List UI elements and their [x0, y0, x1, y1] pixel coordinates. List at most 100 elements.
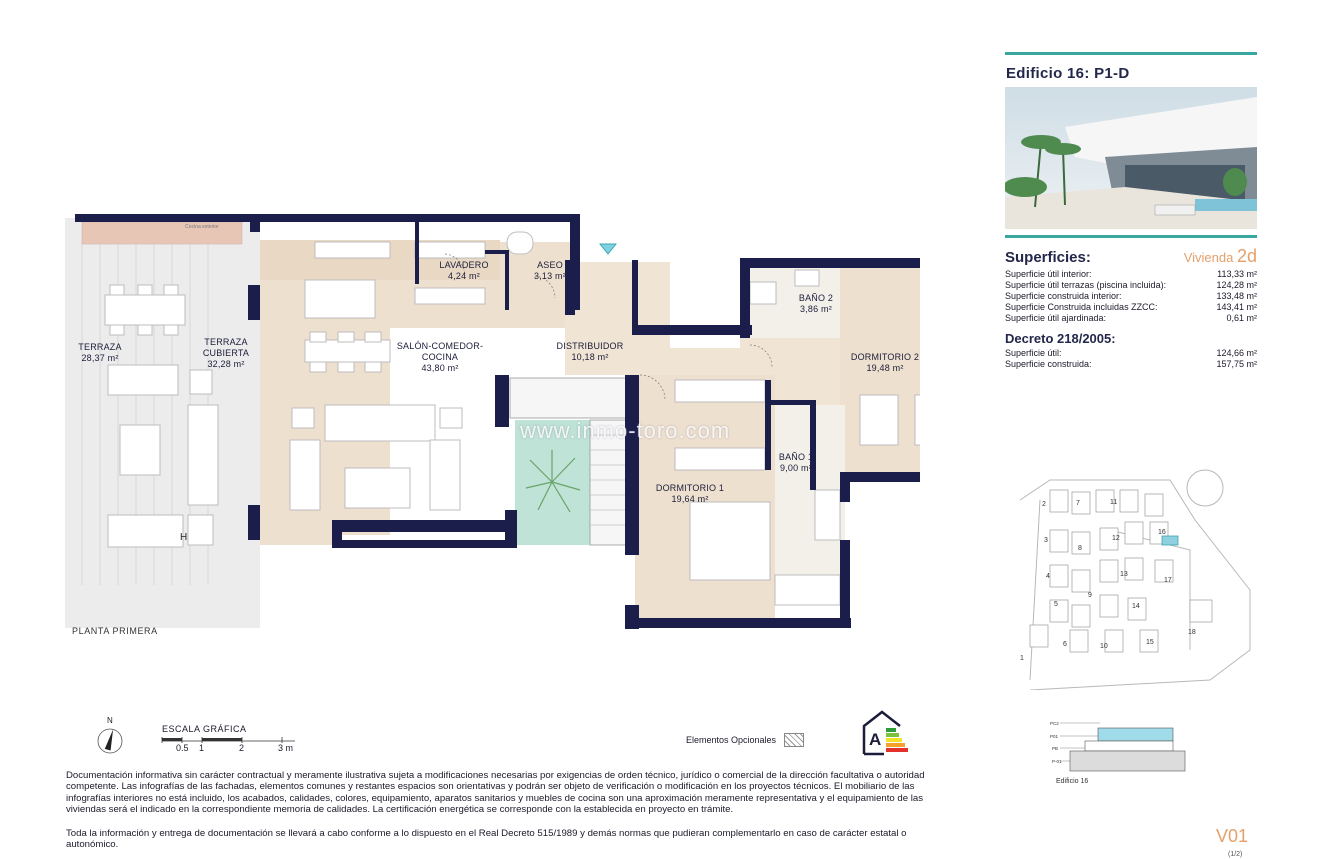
surface-label: Superficie Construida incluidas ZZCC:	[1005, 302, 1158, 312]
floor-plan: TERRAZA 28,37 m² TERRAZA CUBIERTA 32,28 …	[60, 210, 972, 640]
surface-value: 133,48 m²	[1216, 291, 1257, 301]
room-name: LAVADERO	[439, 260, 489, 270]
surface-row: Superficie útil interior:113,33 m²	[1005, 269, 1257, 280]
decreto-label: Superficie útil:	[1005, 348, 1062, 358]
room-name: DISTRIBUIDOR	[556, 341, 624, 351]
decreto-value: 157,75 m²	[1216, 359, 1257, 369]
lot-6: 6	[1063, 641, 1067, 648]
surface-label: Superficie útil ajardinada:	[1005, 313, 1107, 323]
superficies-title: Superficies:	[1005, 249, 1091, 266]
scale-tick: 3 m	[278, 743, 294, 753]
room-name: SALÓN-COMEDOR-COCINA	[396, 341, 484, 362]
disclaimer-paragraph: Documentación informativa sin carácter c…	[66, 770, 925, 816]
room-area: 10,18 m²	[571, 352, 609, 362]
disclaimer-paragraph: Toda la información y entrega de documen…	[66, 827, 907, 851]
lot-11: 11	[1110, 499, 1117, 506]
room-bano2: BAÑO 2 3,86 m²	[786, 293, 846, 315]
room-name: TERRAZA CUBIERTA	[202, 337, 250, 358]
optional-label: Elementos Opcionales	[686, 735, 777, 745]
room-aseo: ASEO 3,13 m²	[520, 260, 580, 282]
lot-18: 18	[1188, 629, 1196, 636]
room-area: 3,13 m²	[534, 271, 566, 281]
surface-row: Superficie útil terrazas (piscina inclui…	[1005, 280, 1257, 291]
hatch-swatch	[784, 733, 805, 747]
vivienda-code: 2d	[1236, 246, 1257, 266]
energy-letter: A	[869, 730, 882, 749]
surface-value: 113,33 m²	[1217, 269, 1257, 279]
site-plan: 1 2 3 4 5 6 7 8 9 10 11 12 13 14 15 16 1…	[1010, 460, 1260, 691]
scale-tick: 0.5	[176, 743, 189, 753]
room-area: 19,64 m²	[671, 494, 709, 504]
room-distribuidor: DISTRIBUIDOR 10,18 m²	[550, 341, 630, 363]
room-salon: SALÓN-COMEDOR-COCINA 43,80 m²	[390, 341, 490, 374]
surface-row: Superficie construida interior: 133,48 m²	[1005, 291, 1257, 302]
lot-4: 4	[1046, 573, 1050, 580]
room-name: DORMITORIO 1	[655, 483, 725, 493]
room-area: 19,48 m²	[866, 363, 904, 373]
terraza-area	[65, 218, 260, 628]
page-number: (1/2)	[1228, 851, 1243, 858]
building-section: PC2 P01 PB P-01	[1040, 720, 1190, 790]
room-area: 3,86 m²	[800, 304, 832, 314]
room-dormitorio1: DORMITORIO 1 19,64 m²	[645, 483, 735, 505]
scale-title: ESCALA GRÁFICA	[162, 724, 247, 734]
level-p-01: P-01	[1052, 759, 1062, 764]
room-name: TERRAZA	[78, 342, 122, 352]
energy-house-icon	[862, 710, 908, 756]
energy-rating: A	[860, 708, 916, 756]
scale-bar	[161, 737, 295, 743]
decreto-row: Superficie construida: 157,75 m²	[1005, 359, 1257, 370]
lot-1: 1	[1020, 655, 1024, 662]
terrace-furniture	[104, 284, 219, 548]
lot-16: 16	[1158, 529, 1166, 536]
h-mark: H	[180, 532, 188, 543]
distribuidor-floor	[565, 262, 875, 405]
room-lavadero: LAVADERO 4,24 m²	[425, 260, 503, 282]
room-name: BAÑO 1	[778, 452, 814, 462]
lot-9: 9	[1088, 592, 1092, 599]
section-label: Edificio 16	[1056, 778, 1089, 785]
room-area: 43,80 m²	[421, 363, 459, 373]
room-area: 4,24 m²	[448, 271, 480, 281]
surface-value: 124,28 m²	[1216, 280, 1257, 290]
building-render	[1005, 87, 1257, 229]
decreto-label: Superficie construida:	[1005, 359, 1092, 369]
door-swings	[444, 253, 773, 401]
level-pc2: PC2	[1050, 721, 1059, 726]
room-name: DORMITORIO 2	[850, 352, 920, 362]
lot-15: 15	[1146, 639, 1154, 646]
decreto-row: Superficie útil: 124,66 m²	[1005, 348, 1257, 359]
building-title: Edificio 16: P1-D	[1006, 65, 1130, 82]
top-rule	[1005, 52, 1257, 55]
scale-tick: 2	[239, 743, 245, 753]
optional-legend: Elementos Opcionales	[686, 733, 805, 747]
interior-furniture	[289, 231, 954, 606]
surface-label: Superficie construida interior:	[1005, 291, 1122, 301]
lot-12: 12	[1112, 535, 1120, 542]
decreto-title: Decreto 218/2005:	[1005, 331, 1116, 346]
room-area: 28,37 m²	[81, 353, 119, 363]
watermark: www.inmo-toro.com	[520, 418, 731, 443]
graphic-scale: ESCALA GRÁFICA 0.5 1 2 3 m	[160, 724, 310, 756]
room-area: 32,28 m²	[207, 359, 245, 369]
decreto-list: Superficie útil: 124,66 m² Superficie con…	[1005, 348, 1257, 370]
room-bano1: BAÑO 1 9,00 m²	[766, 452, 826, 474]
north-label: N	[107, 716, 113, 725]
cocina-exterior-label: Cocina exterior	[185, 224, 219, 230]
room-name: ASEO	[537, 260, 563, 270]
surface-row: Superficie útil ajardinada: 0,61 m²	[1005, 313, 1257, 324]
render-image	[1005, 87, 1257, 229]
surface-value: 143,41 m²	[1216, 302, 1257, 312]
lot-3: 3	[1044, 537, 1048, 544]
mid-rule	[1005, 235, 1257, 238]
surface-value: 0,61 m²	[1226, 313, 1257, 323]
scale-tick: 1	[199, 743, 205, 753]
site-plan-drawing: 1 2 3 4 5 6 7 8 9 10 11 12 13 14 15 16 1…	[1019, 469, 1251, 691]
room-terraza: TERRAZA 28,37 m²	[70, 342, 130, 364]
compass-icon	[97, 728, 123, 754]
version-label: V01	[1216, 826, 1249, 846]
disclaimer: Documentación informativa sin carácter c…	[66, 770, 946, 859]
room-dormitorio2: DORMITORIO 2 19,48 m²	[840, 352, 930, 374]
decreto-value: 124,66 m²	[1216, 348, 1257, 358]
lot-17: 17	[1164, 577, 1172, 584]
